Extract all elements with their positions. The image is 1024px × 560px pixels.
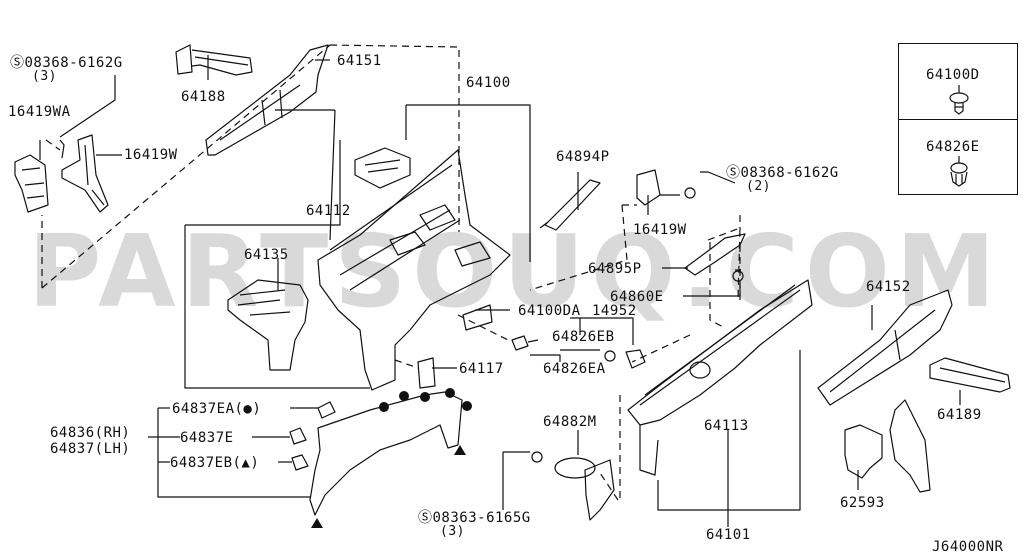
part-64152 <box>817 289 953 406</box>
label-64117[interactable]: 64117 <box>459 361 504 377</box>
part-64113-member <box>627 279 813 476</box>
watermark: PARTSOUQ.COM <box>28 213 1002 330</box>
part-64860E-clip <box>732 269 744 282</box>
part-64188 <box>175 44 253 76</box>
part-16419W-right <box>636 169 696 206</box>
label-62593[interactable]: 62593 <box>840 495 885 511</box>
part-64882M-bracket <box>531 451 615 521</box>
part-64112-floor <box>317 149 511 391</box>
label-64189[interactable]: 64189 <box>937 407 982 423</box>
label-screw-qty-right: (2) <box>746 179 771 194</box>
label-64895P[interactable]: 64895P <box>588 261 642 277</box>
label-64101[interactable]: 64101 <box>706 527 751 543</box>
label-screw-08363-6165G[interactable]: Ⓢ08363-6165G <box>418 510 531 526</box>
label-64151[interactable]: 64151 <box>337 53 382 69</box>
clip-icon <box>950 156 968 187</box>
label-screw-qty-bottom: (3) <box>440 524 465 539</box>
dashed-guides <box>41 44 741 501</box>
label-14952[interactable]: 14952 <box>592 303 637 319</box>
part-14952 <box>625 349 646 369</box>
label-64188[interactable]: 64188 <box>181 89 226 105</box>
part-64100-bracket <box>354 147 411 189</box>
label-64112[interactable]: 64112 <box>306 203 351 219</box>
label-64836-RH[interactable]: 64836(RH) <box>50 425 131 441</box>
legend-label: 64826E <box>926 139 980 155</box>
label-16419W-right[interactable]: 16419W <box>633 222 687 238</box>
diagram-code: J64000NR <box>932 539 1004 555</box>
part-16419WA <box>14 154 49 213</box>
label-64882M[interactable]: 64882M <box>543 414 597 430</box>
part-64151 <box>205 44 329 156</box>
label-screw-qty-left: (3) <box>32 69 57 84</box>
label-64837EA[interactable]: 64837EA(●) <box>172 401 262 417</box>
part-64836-panel <box>309 391 463 516</box>
label-64113[interactable]: 64113 <box>704 418 749 434</box>
part-64894P <box>539 179 601 231</box>
part-64895P <box>684 233 746 276</box>
legend-item[interactable]: 64826E <box>899 119 1017 195</box>
label-64100DA[interactable]: 64100DA <box>518 303 581 319</box>
legend-label: 64100D <box>926 67 980 83</box>
marker-symbols <box>311 388 472 528</box>
clip-icon <box>949 85 969 115</box>
label-screw-08368-6162G-left[interactable]: Ⓢ08368-6162G <box>10 55 123 71</box>
part-16419W-left <box>59 134 109 213</box>
label-64860E[interactable]: 64860E <box>610 289 664 305</box>
clip-legend: 64100D 64826E <box>898 43 1018 195</box>
label-screw-08368-6162G-right[interactable]: Ⓢ08368-6162G <box>726 165 839 181</box>
label-64837E[interactable]: 64837E <box>180 430 234 446</box>
leader-lines <box>39 55 961 527</box>
part-fasteners-64837 <box>289 401 336 471</box>
label-64837-LH[interactable]: 64837(LH) <box>50 441 131 457</box>
label-16419W-left[interactable]: 16419W <box>124 147 178 163</box>
part-64826EB <box>604 350 616 362</box>
label-64837EB[interactable]: 64837EB(▲) <box>170 455 260 471</box>
part-64100DA <box>462 304 493 331</box>
label-64152[interactable]: 64152 <box>866 279 911 295</box>
label-64826EB[interactable]: 64826EB <box>552 329 615 345</box>
label-64894P[interactable]: 64894P <box>556 149 610 165</box>
label-64826EA[interactable]: 64826EA <box>543 361 606 377</box>
label-64100[interactable]: 64100 <box>466 75 511 91</box>
legend-item[interactable]: 64100D <box>899 44 1017 119</box>
part-64826EA <box>511 335 539 351</box>
part-64135 <box>227 279 309 371</box>
label-64135[interactable]: 64135 <box>244 247 289 263</box>
part-62593 <box>844 399 931 493</box>
part-64117 <box>417 357 436 389</box>
part-64189 <box>929 357 1011 393</box>
label-16419WA[interactable]: 16419WA <box>8 104 71 120</box>
